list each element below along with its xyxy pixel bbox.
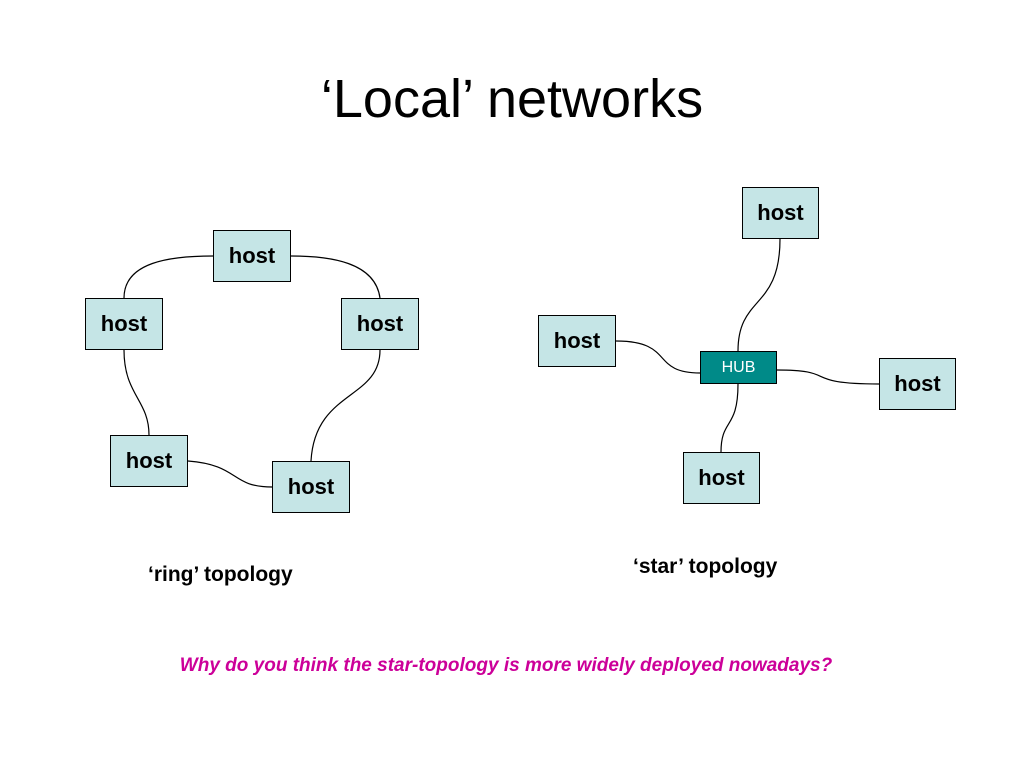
ring-left-host: host: [85, 298, 163, 350]
ring-link-ring-bottom-left-to-ring-left: [123, 349, 150, 436]
ring-link-ring-left-to-ring-top: [123, 255, 214, 299]
star-link-star-hub-to-star-left: [615, 340, 701, 374]
star-top-host: host: [742, 187, 819, 239]
ring-right-host: host: [341, 298, 419, 350]
star-link-star-hub-to-star-top: [737, 238, 781, 352]
star-hub-hub: HUB: [700, 351, 777, 384]
star-right-host: host: [879, 358, 956, 410]
ring-link-ring-bottom-right-to-ring-bottom-left: [187, 460, 273, 488]
ring-link-ring-right-to-ring-bottom-right: [310, 349, 381, 462]
star-link-star-hub-to-star-right: [776, 369, 880, 385]
ring-top-host: host: [213, 230, 291, 282]
slide-title: ‘Local’ networks: [320, 69, 704, 129]
ring-link-ring-top-to-ring-right: [290, 255, 381, 299]
discussion-question: Why do you think the star-topology is mo…: [179, 655, 833, 676]
ring-bottom-right-host: host: [272, 461, 350, 513]
star-bottom-host: host: [683, 452, 760, 504]
star-topology-caption: ‘star’ topology: [633, 555, 778, 578]
ring-topology-caption: ‘ring’ topology: [148, 563, 293, 586]
star-link-star-hub-to-star-bottom: [720, 383, 739, 453]
star-left-host: host: [538, 315, 616, 367]
ring-bottom-left-host: host: [110, 435, 188, 487]
